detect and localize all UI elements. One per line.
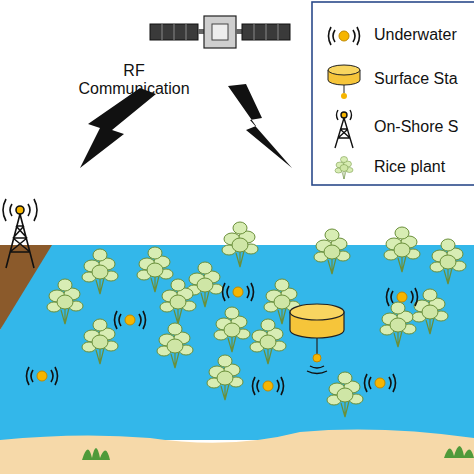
rice-plant (380, 302, 416, 347)
rice-plant (82, 319, 118, 364)
underwater-sensor (27, 367, 58, 385)
legend-sensor-symbol (329, 27, 360, 45)
rice-plant (250, 319, 286, 364)
link-label: RF Communication (74, 62, 194, 99)
underwater-sensor (115, 311, 146, 329)
legend-plant-symbol (335, 157, 353, 180)
legend-box (312, 2, 474, 185)
underwater-sensor (365, 374, 396, 392)
underwater-sensor (253, 377, 284, 395)
underwater-sensors (27, 283, 418, 395)
rice-plant (160, 279, 196, 324)
rice-plant (157, 323, 193, 368)
rice-plant (222, 222, 258, 267)
rice-plant (327, 372, 363, 417)
legend-station-symbol (328, 65, 360, 99)
grass (82, 448, 110, 460)
legend-text: On-Shore S (374, 118, 474, 136)
legend-text: Surface Sta (374, 70, 474, 88)
water (0, 245, 474, 440)
rf-link-bolt (228, 84, 292, 168)
rice-plant (214, 307, 250, 352)
rice-plant (82, 249, 118, 294)
rice-plant (207, 355, 243, 400)
rice-plant (430, 239, 466, 284)
legend-tower-symbol (335, 110, 353, 148)
rice-plants (47, 222, 466, 417)
legend-text: Rice plant (374, 158, 474, 176)
underwater-sensor (387, 288, 418, 306)
rice-plant (384, 227, 420, 272)
rice-plant (137, 247, 173, 292)
surface-station (290, 304, 344, 374)
rice-plant (47, 279, 83, 324)
rf-link-bolt (80, 88, 156, 168)
grass (444, 446, 474, 458)
rice-plant (187, 262, 223, 307)
satellite (150, 16, 290, 48)
underwater-sensor (223, 283, 254, 301)
legend-text: Underwater (374, 26, 474, 44)
seabed (0, 430, 474, 474)
on-shore-tower (3, 199, 37, 268)
shore-land (0, 245, 52, 330)
rice-plant (314, 229, 350, 274)
